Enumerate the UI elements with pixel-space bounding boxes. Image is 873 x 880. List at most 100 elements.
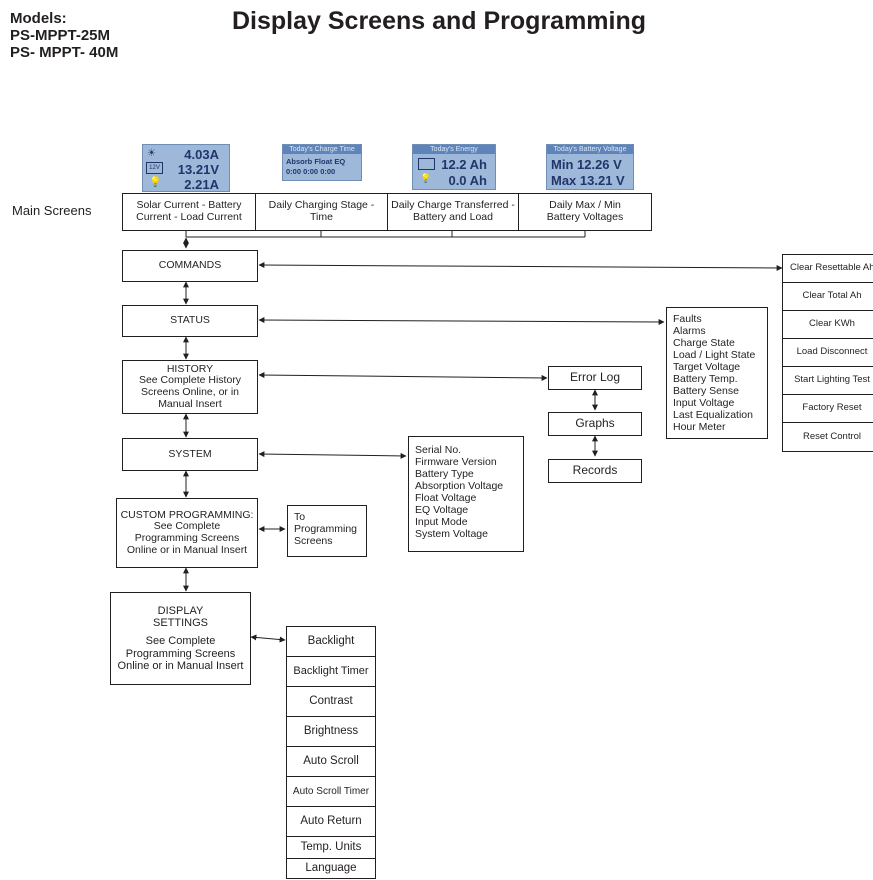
system-item: Absorption Voltage	[415, 479, 504, 492]
display-item-auto-scroll: Auto Scroll	[286, 746, 376, 777]
command-clear-resettable-ah: Clear Resettable Ah	[782, 254, 873, 283]
custom-programming-box: CUSTOM PROGRAMMING: See Complete Program…	[116, 498, 258, 568]
command-load-disconnect: Load Disconnect	[782, 338, 873, 367]
display-settings-note: See Complete	[145, 635, 216, 648]
history-label: HISTORY	[166, 362, 214, 375]
history-note: Screens Online, or in	[140, 386, 240, 398]
main-screen-line: Battery Voltages	[546, 211, 624, 223]
error-log-box: Error Log	[548, 366, 642, 390]
display-settings-note: Online or in Manual Insert	[117, 659, 244, 672]
bulb-icon: 💡	[420, 173, 432, 183]
system-item: Firmware Version	[415, 455, 497, 468]
display-settings-label: DISPLAY	[157, 604, 204, 617]
lcd-load-ah: 0.0 Ah	[448, 173, 487, 188]
main-screen-charge-transferred: Daily Charge Transferred - Battery and L…	[387, 193, 519, 231]
graphs-label: Graphs	[575, 416, 615, 431]
lcd-battery-voltage: 13.21V	[177, 162, 219, 177]
display-item-contrast: Contrast	[286, 686, 376, 717]
main-screen-line: Battery and Load	[413, 211, 493, 223]
system-item: EQ Voltage	[415, 503, 469, 516]
main-screens-label: Main Screens	[12, 203, 92, 218]
history-box: HISTORY See Complete History Screens Onl…	[122, 360, 258, 414]
main-screen-line: Daily Charging Stage - Time	[268, 199, 375, 223]
commands-label: COMMANDS	[158, 259, 222, 272]
status-list: Faults Alarms Charge State Load / Light …	[666, 307, 768, 439]
display-settings-label: SETTINGS	[152, 617, 208, 630]
bulb-icon: 💡	[149, 177, 162, 188]
lcd-caption: Today's Battery Voltage	[547, 145, 633, 154]
status-item: Target Voltage	[673, 360, 741, 373]
system-label: SYSTEM	[168, 447, 212, 460]
main-screen-charging-stage: Daily Charging Stage - Time	[255, 193, 388, 231]
error-log-label: Error Log	[569, 370, 621, 385]
display-item-label: Backlight Timer	[293, 665, 369, 678]
custom-programming-note: Programming Screens	[134, 532, 240, 544]
status-item: Battery Temp.	[673, 372, 738, 385]
display-item-label: Auto Return	[300, 815, 362, 828]
display-item-label: Temp. Units	[300, 841, 362, 854]
status-item: Alarms	[673, 324, 706, 337]
display-item-label: Brightness	[303, 725, 359, 738]
display-item-backlight-timer: Backlight Timer	[286, 656, 376, 687]
custom-programming-label: CUSTOM PROGRAMMING:	[120, 508, 254, 521]
command-label: Clear Resettable Ah	[790, 262, 873, 274]
status-item: Hour Meter	[673, 420, 726, 433]
system-item: Float Voltage	[415, 491, 477, 504]
display-item-brightness: Brightness	[286, 716, 376, 747]
custom-programming-note: See Complete	[153, 520, 221, 533]
battery-icon: 12V	[146, 162, 163, 174]
display-item-language: Language	[286, 858, 376, 879]
display-item-temp-units: Temp. Units	[286, 836, 376, 859]
lcd-caption: Today's Energy	[413, 145, 495, 154]
model-40m: PS- MPPT- 40M	[10, 44, 119, 61]
command-reset-control: Reset Control	[782, 422, 873, 452]
main-screen-solar-battery-load: Solar Current - Battery Current - Load C…	[122, 193, 256, 231]
display-item-label: Contrast	[309, 695, 353, 708]
status-item: Input Voltage	[673, 396, 735, 409]
display-settings-box: DISPLAY SETTINGS See Complete Programmin…	[110, 592, 251, 685]
display-item-auto-return: Auto Return	[286, 806, 376, 837]
system-item: System Voltage	[415, 527, 488, 540]
lcd-caption: Today's Charge Time	[283, 145, 361, 154]
lcd-solar-current: 4.03A	[184, 147, 219, 162]
display-item-label: Language	[305, 862, 357, 875]
system-box: SYSTEM	[122, 438, 258, 471]
lcd-solar-battery-load: ☀ 12V 💡 4.03A 13.21V 2.21A	[142, 144, 230, 192]
page-title: Display Screens and Programming	[232, 7, 647, 35]
main-screen-line: Daily Max / Min	[549, 199, 621, 212]
solar-panel-icon: ☀	[147, 148, 156, 159]
lcd-battery-voltage: Today's Battery Voltage Min 12.26 V Max …	[546, 144, 634, 190]
lcd-stage-times: 0:00 0:00 0:00	[286, 167, 336, 176]
main-screen-line: Solar Current - Battery	[136, 199, 242, 212]
display-item-label: Backlight	[307, 635, 355, 648]
history-note: Manual Insert	[158, 397, 222, 410]
command-clear-kwh: Clear KWh	[782, 310, 873, 339]
status-item: Faults	[673, 313, 702, 325]
lcd-charge-time: Today's Charge Time Absorb Float EQ 0:00…	[282, 144, 362, 181]
status-item: Load / Light State	[673, 348, 756, 361]
command-label: Load Disconnect	[796, 346, 868, 358]
command-factory-reset: Factory Reset	[782, 394, 873, 423]
system-item: Battery Type	[415, 467, 474, 480]
lcd-todays-energy: Today's Energy 💡 12.2 Ah 0.0 Ah	[412, 144, 496, 190]
model-25m: PS-MPPT-25M	[10, 27, 111, 44]
command-label: Start Lighting Test	[794, 374, 870, 386]
graphs-box: Graphs	[548, 412, 642, 436]
lcd-load-current: 2.21A	[184, 177, 219, 192]
main-screen-line: Daily Charge Transferred -	[391, 199, 515, 212]
display-settings-note: Programming Screens	[125, 647, 236, 660]
to-programming-line: Screens	[294, 534, 333, 547]
command-label: Clear Total Ah	[802, 290, 862, 302]
to-programming-line: To	[294, 511, 306, 523]
system-item: Serial No.	[415, 444, 462, 456]
to-programming-screens-box: To Programming Screens	[287, 505, 367, 557]
status-box: STATUS	[122, 305, 258, 337]
display-item-label: Auto Scroll Timer	[292, 785, 370, 797]
command-label: Factory Reset	[802, 402, 862, 414]
commands-box: COMMANDS	[122, 250, 258, 282]
to-programming-line: Programming	[294, 522, 358, 535]
status-label: STATUS	[170, 314, 210, 327]
display-item-label: Auto Scroll	[303, 755, 359, 768]
lcd-max-voltage: Max 13.21 V	[551, 173, 625, 188]
